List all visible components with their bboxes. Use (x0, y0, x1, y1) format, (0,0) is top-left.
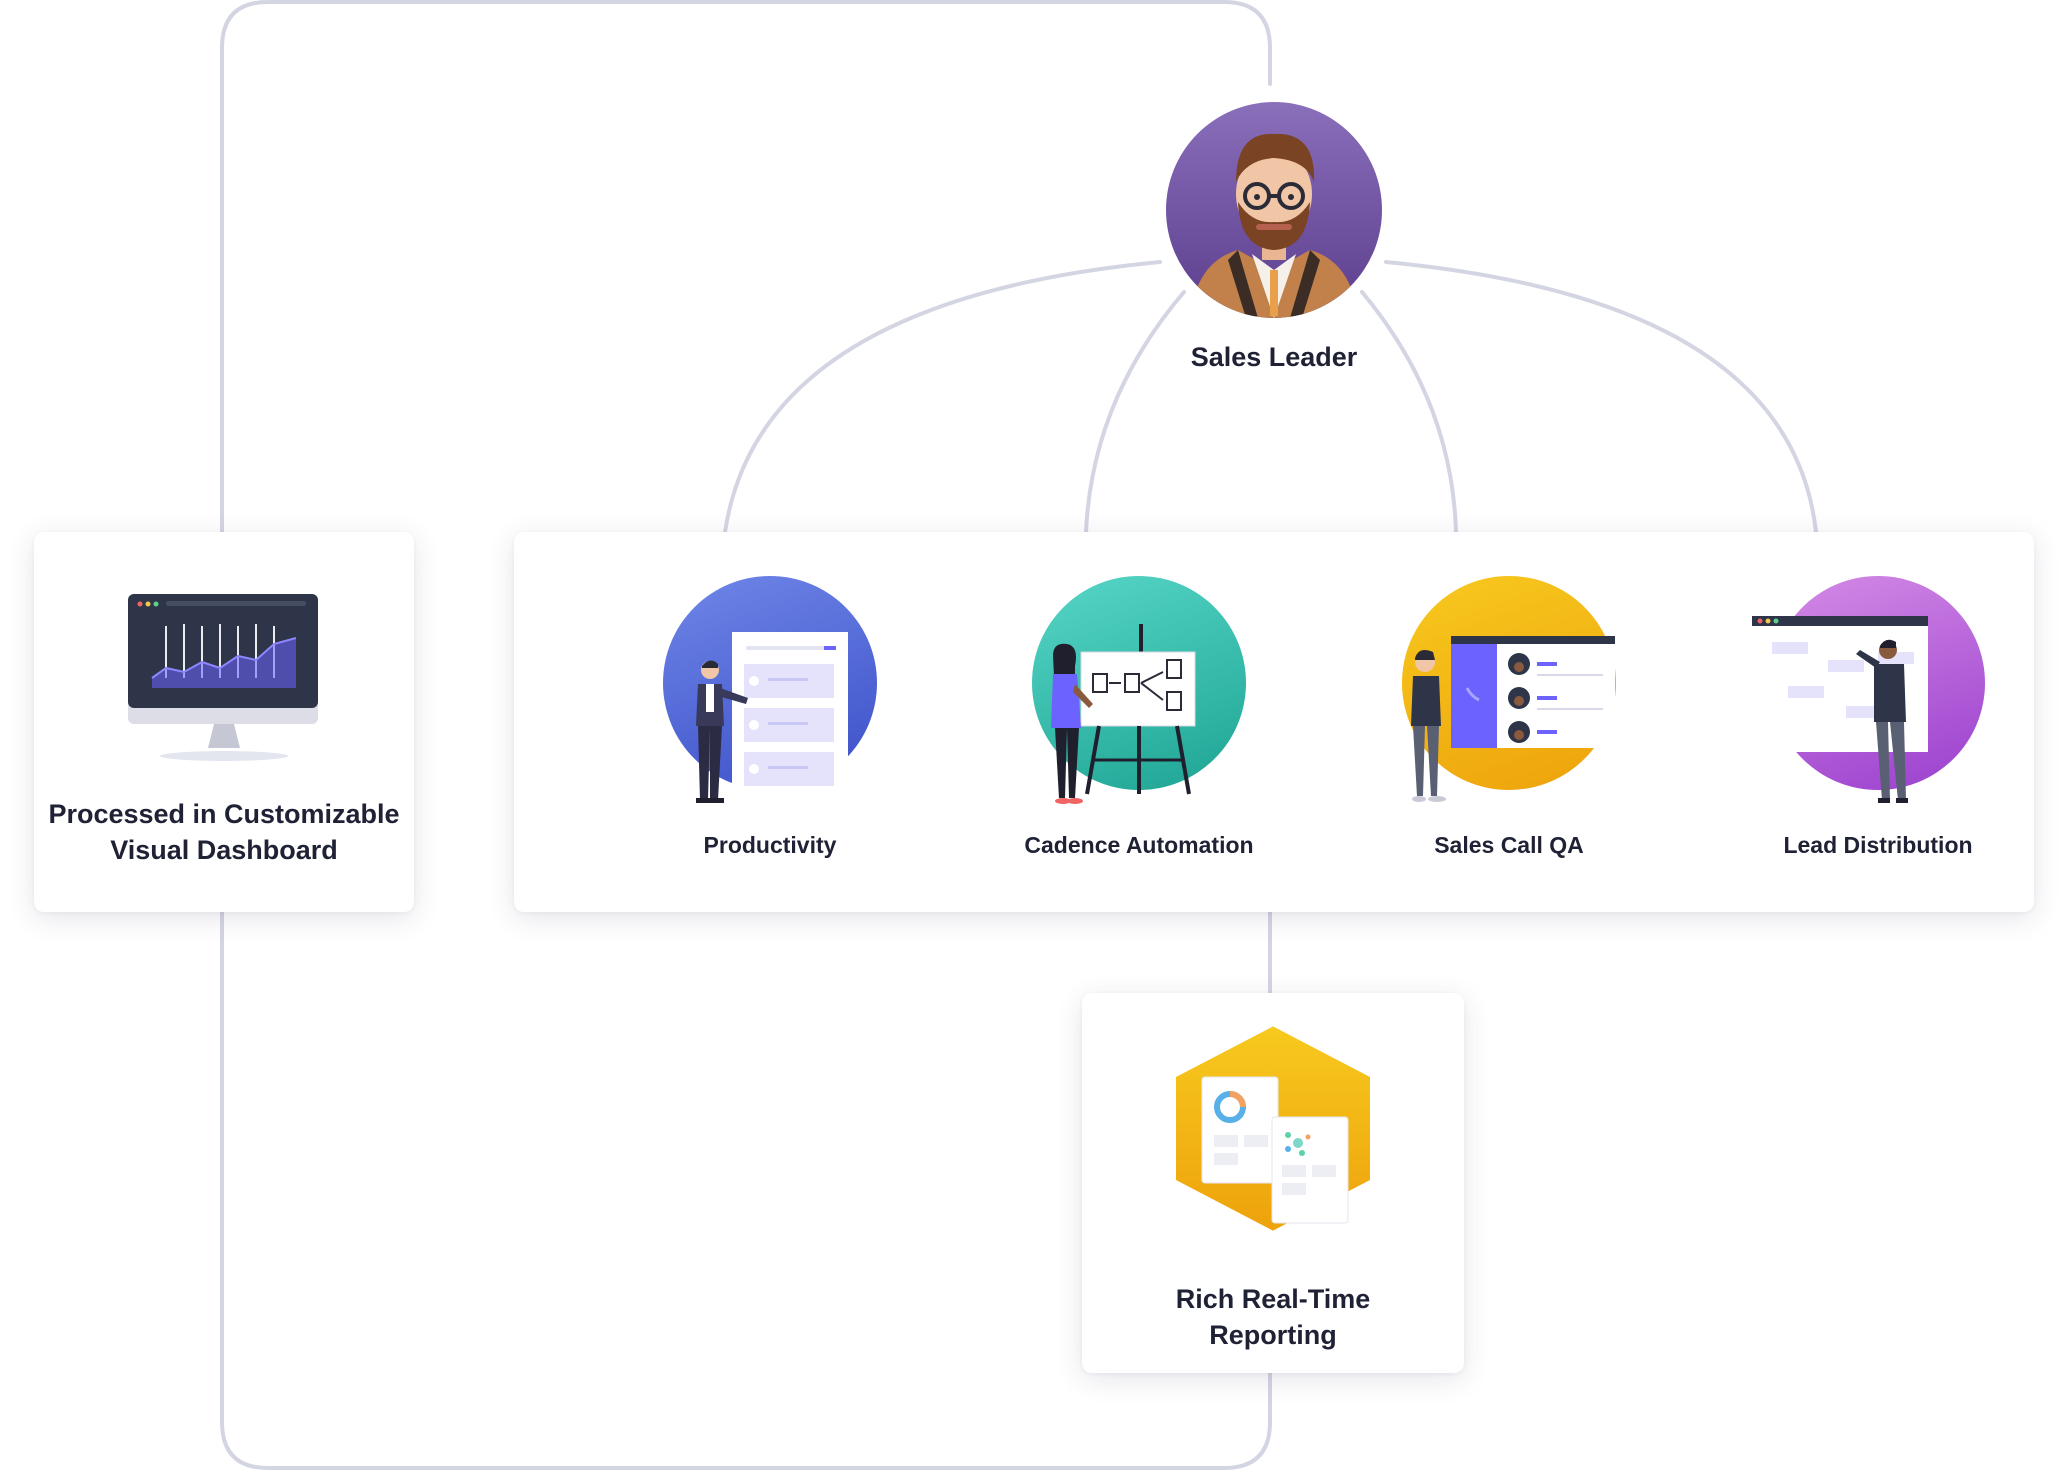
monitor-chart-icon (128, 594, 318, 761)
dashboard-label-line2: Visual Dashboard (110, 835, 338, 865)
bearded-man-icon (1190, 133, 1358, 318)
lead-distribution-illustration-icon (1752, 616, 1928, 803)
sales-call-qa-illustration-icon (1411, 636, 1615, 802)
leader-to-productivity-line (723, 260, 1162, 534)
dashboard-label-line1: Processed in Customizable (48, 799, 400, 829)
dashboard-card: Processed in Customizable Visual Dashboa… (34, 532, 414, 912)
cadence-whiteboard-icon (1051, 624, 1196, 804)
feature-sales-call-qa: Sales Call QA (1359, 576, 1659, 876)
sales-leader-node: Sales Leader (1166, 102, 1382, 382)
productivity-illustration-icon (696, 632, 848, 803)
leader-to-lead-line (1384, 260, 1818, 534)
cadence-label: Cadence Automation (1024, 832, 1254, 858)
sales-leader-avatar (1166, 102, 1382, 318)
lead-distribution-label: Lead Distribution (1783, 832, 1973, 858)
outer-loop-bottom-line (220, 910, 1272, 1470)
report-hexagon-icon (1176, 1026, 1370, 1231)
features-card: Productivity Cadence Automa (514, 532, 2034, 912)
sales-leader-label: Sales Leader (1190, 342, 1358, 372)
outer-loop-line (220, 0, 1272, 534)
feature-cadence-automation: Cadence Automation (989, 576, 1289, 876)
leader-to-cadence-line (1084, 290, 1186, 534)
reporting-card: Rich Real-Time Reporting (1082, 993, 1464, 1373)
feature-lead-distribution: Lead Distribution (1728, 576, 2028, 876)
reporting-label-line1: Rich Real-Time (1175, 1284, 1371, 1314)
productivity-label: Productivity (703, 832, 837, 858)
leader-to-callqa-line (1360, 290, 1458, 534)
reporting-label-line2: Reporting (1209, 1320, 1337, 1350)
callqa-label: Sales Call QA (1434, 832, 1584, 858)
feature-productivity: Productivity (620, 576, 920, 876)
